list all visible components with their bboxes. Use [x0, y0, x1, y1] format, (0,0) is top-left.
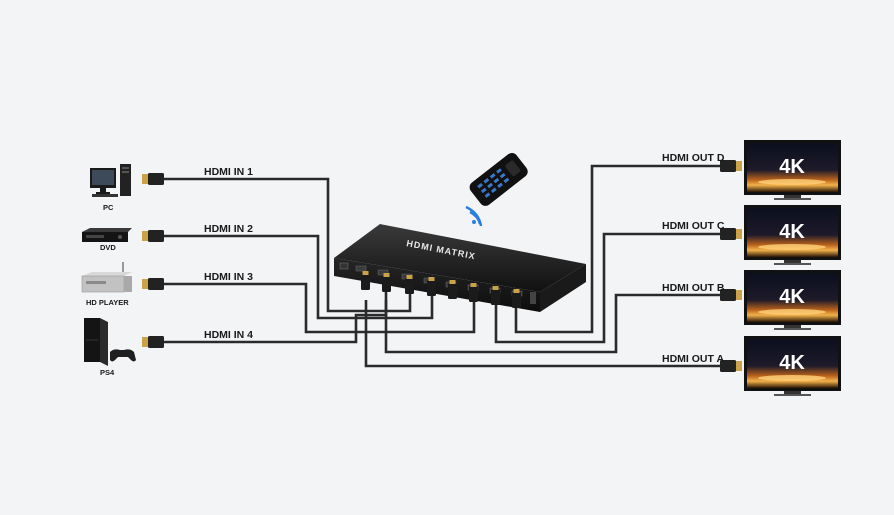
- tv-screen-text: 4K: [779, 352, 805, 374]
- tv-out-d: 4K: [744, 140, 841, 200]
- tv-screen-text: 4K: [779, 286, 805, 308]
- output-connectors: [720, 160, 742, 372]
- hdmi-plug-in-2: [142, 230, 164, 242]
- hdmi-plug-in-3: [142, 278, 164, 290]
- tv-out-b: 4K: [744, 270, 841, 330]
- hd-player-icon: [81, 262, 132, 293]
- label-hdmi-out-c: HDMI OUT C: [662, 220, 725, 232]
- device-label-ps4: PS4: [100, 368, 115, 377]
- ps4-console-icon: [84, 318, 136, 366]
- wire-out-a: [364, 300, 722, 368]
- matrix-side-face: [540, 264, 586, 312]
- dvd-player-icon: [82, 228, 132, 242]
- wifi-signal-icon: [465, 205, 483, 227]
- device-label-pc: PC: [103, 203, 114, 212]
- input-connectors: [142, 173, 164, 348]
- tv-out-a: 4K: [744, 336, 841, 396]
- hdmi-plug-in-1: [142, 173, 164, 185]
- hdmi-plug-out-d: [720, 160, 742, 172]
- label-hdmi-in-4: HDMI IN 4: [204, 329, 253, 341]
- hdmi-matrix-box: HDMI MATRIX: [334, 224, 586, 312]
- hdmi-plug-matrix: [512, 289, 521, 308]
- hdmi-plug-matrix: [491, 286, 500, 305]
- tv-screen-text: 4K: [779, 221, 805, 243]
- label-hdmi-in-1: HDMI IN 1: [204, 166, 253, 178]
- tv-out-c: 4K: [744, 205, 841, 265]
- hdmi-plug-in-4: [142, 336, 164, 348]
- hdmi-plug-out-a: [720, 360, 742, 372]
- wire-out-c: [494, 232, 722, 344]
- device-label-dvd: DVD: [100, 243, 116, 252]
- label-hdmi-in-3: HDMI IN 3: [204, 271, 253, 283]
- wire-in-1: [164, 177, 412, 313]
- wire-out-d: [514, 164, 722, 334]
- device-label-hd-player: HD PLAYER: [86, 298, 129, 307]
- label-hdmi-out-b: HDMI OUT B: [662, 282, 725, 294]
- port: [355, 265, 367, 272]
- power-port: [339, 262, 349, 270]
- hdmi-plug-matrix: [427, 277, 436, 296]
- matrix-top-face: [334, 224, 586, 292]
- label-hdmi-out-a: HDMI OUT A: [662, 353, 724, 365]
- wire-in-2: [164, 234, 434, 320]
- wire-out-b: [384, 293, 722, 354]
- wire-in-3: [164, 282, 476, 334]
- label-hdmi-out-d: HDMI OUT D: [662, 152, 725, 164]
- output-wires: [364, 164, 722, 368]
- remote-control-icon: [469, 152, 528, 206]
- tv-screen-text: 4K: [779, 156, 805, 178]
- label-hdmi-in-2: HDMI IN 2: [204, 223, 253, 235]
- hdmi-plug-matrix: [469, 283, 478, 302]
- hdmi-plug-matrix: [382, 273, 391, 292]
- hdmi-plug-matrix: [448, 280, 457, 299]
- hdmi-plug-matrix: [405, 275, 414, 294]
- hdmi-plug-matrix: [361, 271, 370, 290]
- pc-icon: [90, 164, 131, 197]
- hdmi-plug-out-b: [720, 289, 742, 301]
- power-switch: [530, 292, 536, 304]
- hdmi-plug-out-c: [720, 228, 742, 240]
- matrix-plugs: [361, 271, 521, 308]
- port: [377, 269, 389, 276]
